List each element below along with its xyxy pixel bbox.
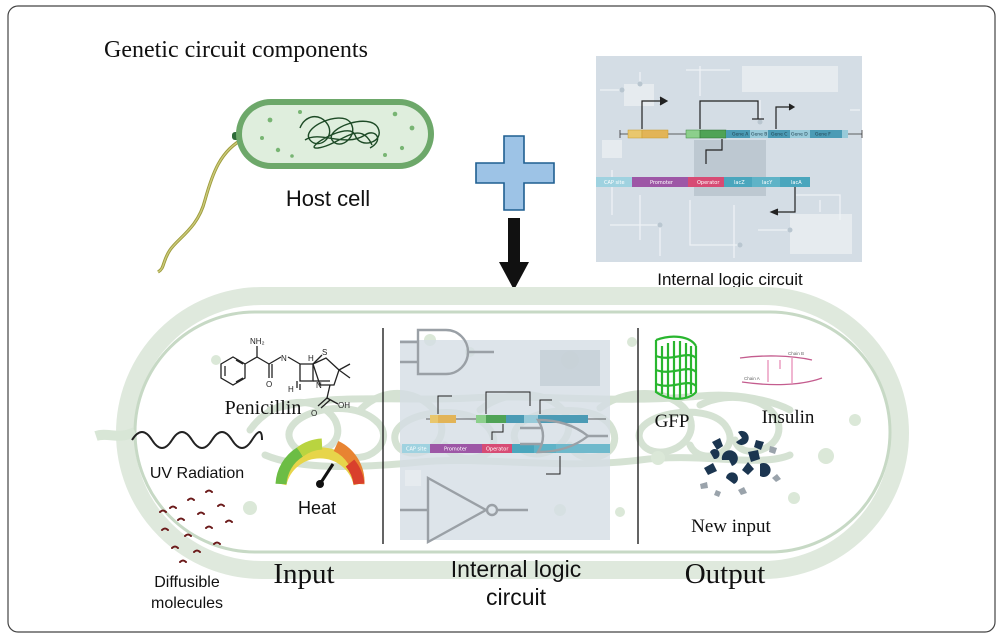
- new-input-label: New input: [691, 516, 771, 537]
- new-input-molecules-icon: [700, 430, 781, 497]
- operon-label: Operator: [697, 180, 720, 186]
- operon-label: lacZ: [734, 180, 745, 186]
- internal-logic-circuit-small: CAP site Promoter Operator: [400, 328, 610, 545]
- insulin-chain-label: Chain A: [744, 376, 760, 381]
- penicillin-atom-labels: NH₂ N S H N H O O OH: [250, 337, 350, 418]
- atom-label: N: [316, 381, 322, 390]
- heat-label: Heat: [298, 498, 336, 518]
- uv-wave-icon: [131, 431, 263, 449]
- atom-label: H: [308, 354, 314, 363]
- gene-label: Gene F: [815, 132, 831, 138]
- atom-label: NH₂: [250, 337, 265, 346]
- atom-label: O: [311, 409, 317, 418]
- atom-label: S: [322, 348, 327, 357]
- diffusible-molecules-icon: [159, 489, 233, 563]
- penicillin-label: Penicillin: [225, 397, 302, 419]
- operon-label: lacA: [791, 180, 802, 186]
- atom-label: N: [281, 354, 287, 363]
- diffusible-molecules-label-line2: molecules: [151, 595, 223, 612]
- figure-title: Genetic circuit components: [104, 37, 368, 63]
- plus-icon: [475, 135, 555, 211]
- middle-section-title-line2: circuit: [486, 584, 547, 610]
- insulin-structure-icon: Chain B Chain A: [739, 351, 823, 386]
- input-section-title: Input: [273, 558, 334, 590]
- uv-radiation-label: UV Radiation: [150, 465, 244, 482]
- atom-label: O: [266, 380, 272, 389]
- operon-label: Promoter: [650, 180, 674, 186]
- penicillin-structure: [220, 346, 351, 409]
- internal-logic-panel-label: Internal logic circuit: [657, 270, 803, 289]
- diffusible-molecules-label-line1: Diffusible: [154, 574, 220, 591]
- insulin-label: Insulin: [762, 407, 815, 428]
- internal-logic-circuit-board: Gene A Gene B Gene C Gene D Gene F CAP s…: [596, 56, 863, 262]
- gene-label: Gene B: [751, 132, 767, 138]
- insulin-chain-label: Chain B: [788, 351, 804, 356]
- operon-label: Operator: [486, 447, 509, 453]
- host-cell-icon: [157, 99, 434, 274]
- gfp-protein-icon: [654, 335, 698, 400]
- gfp-label: GFP: [655, 411, 690, 432]
- host-cell-label: Host cell: [286, 186, 370, 211]
- engineered-cell: [94, 287, 909, 579]
- output-section-title: Output: [685, 558, 766, 590]
- middle-section-title-line1: Internal logic: [451, 556, 581, 582]
- gene-label: Gene C: [771, 132, 787, 138]
- operon-label: Promoter: [444, 447, 468, 453]
- operon-label: CAP site: [406, 447, 427, 453]
- heat-gauge-icon: [275, 438, 365, 488]
- operon-label: lacY: [762, 180, 773, 186]
- gene-label: Gene A: [732, 132, 749, 138]
- atom-label: H: [288, 385, 294, 394]
- atom-label: OH: [338, 401, 350, 410]
- gene-label: Gene D: [791, 132, 808, 138]
- down-arrow-icon: [499, 218, 529, 290]
- operon-label: CAP site: [604, 180, 625, 186]
